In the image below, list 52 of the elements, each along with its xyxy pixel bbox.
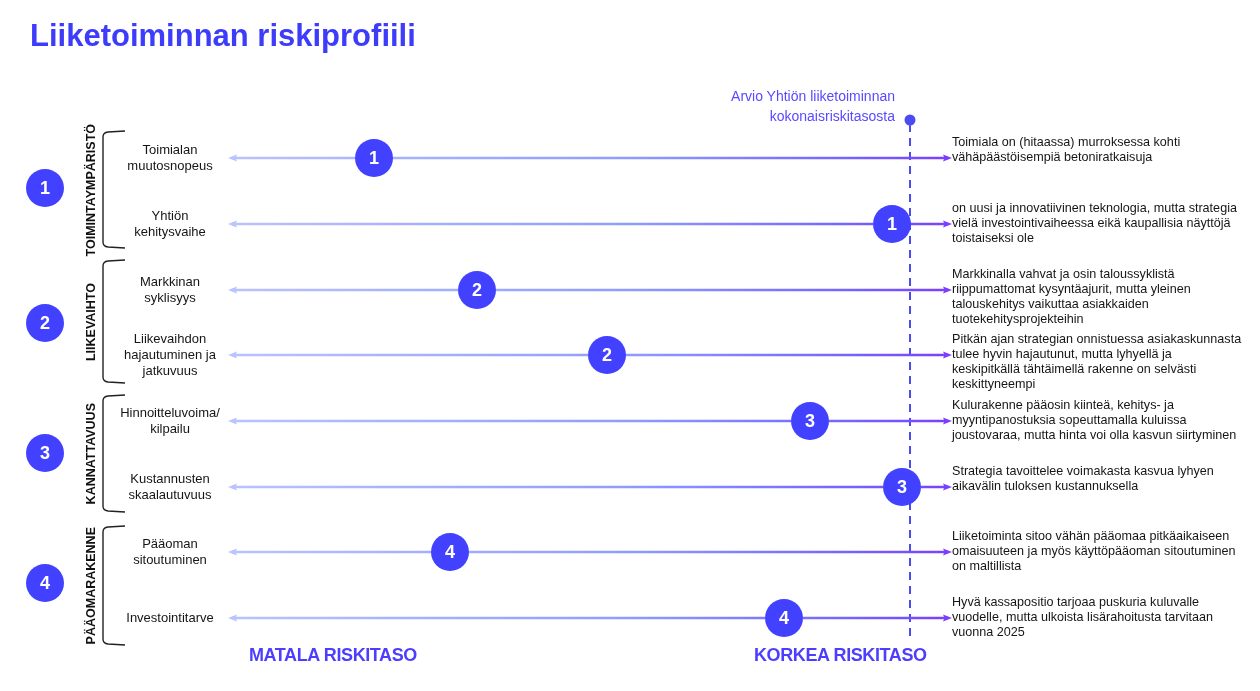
scale-arrow (228, 286, 458, 294)
scale-arrow (626, 351, 952, 359)
risk-level-marker: 2 (588, 336, 626, 374)
category-number: 1 (26, 169, 64, 207)
risk-factor-label: Kustannusten skaalautuvuus (112, 471, 228, 503)
scale-end-label: KORKEA RISKITASO (754, 644, 927, 666)
risk-level-marker: 2 (458, 271, 496, 309)
category-heading: PÄÄOMARAKENNE (84, 527, 98, 645)
risk-level-marker: 3 (791, 402, 829, 440)
scale-arrow (393, 154, 952, 162)
risk-level-marker: 4 (431, 533, 469, 571)
risk-factor-label: Liikevaihdon hajautuminen ja jatkuvuus (112, 331, 228, 379)
risk-factor-label: Pääoman sitoutuminen (112, 536, 228, 568)
risk-level-marker: 1 (873, 205, 911, 243)
scale-arrow (228, 351, 588, 359)
scale-arrow (829, 417, 952, 425)
scale-arrow (469, 548, 952, 556)
risk-level-marker: 4 (765, 599, 803, 637)
risk-factor-label: Hinnoitteluvoima/ kilpailu (112, 405, 228, 437)
risk-factor-label: Markkinan syklisyys (112, 274, 228, 306)
risk-description: Hyvä kassapositio tarjoaa puskuria kuluvalle vuodelle, mutta ulkoista lisärahoitusta tarvitaan vuonna 2025 (952, 594, 1242, 640)
diagram-title: Liiketoiminnan riskiprofiili (30, 18, 416, 54)
scale-arrow (228, 417, 791, 425)
category-heading: KANNATTAVUUS (84, 403, 98, 505)
scale-arrow (228, 154, 355, 162)
risk-factor-label: Yhtiön kehitysvaihe (112, 208, 228, 240)
risk-level-marker: 3 (883, 468, 921, 506)
scale-arrow (228, 548, 431, 556)
risk-description: Liiketoiminta sitoo vähän pääomaa pitkäaikaiseen omaisuuteen ja myös käyttöpääoman sitoutuminen on maltillista (952, 528, 1242, 574)
risk-description: Strategia tavoittelee voimakasta kasvua lyhyen aikavälin tuloksen kustannuksella (952, 463, 1242, 494)
risk-factor-label: Investointitarve (112, 610, 228, 626)
risk-description: Markkinalla vahvat ja osin taloussyklistä riippumattomat kysyntäajurit, mutta yleinen talouskehitys vaikuttaa asiakkaiden tuotekehitysprojekteihin (952, 266, 1242, 327)
category-number: 2 (26, 304, 64, 342)
risk-level-marker: 1 (355, 139, 393, 177)
risk-description: Toimiala on (hitaassa) murroksessa kohti vähäpäästöisempiä betoniratkaisuja (952, 134, 1242, 165)
scale-arrow (228, 220, 873, 228)
category-number: 3 (26, 434, 64, 472)
scale-arrow (228, 483, 883, 491)
category-number: 4 (26, 564, 64, 602)
scale-end-label: MATALA RISKITASO (249, 644, 417, 666)
category-heading: LIIKEVAIHTO (84, 283, 98, 361)
reference-line-label: Arvio Yhtiön liiketoiminnan kokonaisriskitasosta (730, 87, 895, 126)
risk-description: Pitkän ajan strategian onnistuessa asiakaskunnasta tulee hyvin hajautunut, mutta lyhyellä ja keskipitkällä tähtäimellä rakenne on selvästi keskittyneempi (952, 331, 1242, 392)
scale-arrow (921, 483, 952, 491)
scale-arrow (911, 220, 952, 228)
scale-arrow (803, 614, 952, 622)
category-heading: TOIMINTAYMPÄRISTÖ (84, 124, 98, 257)
risk-factor-label: Toimialan muutosnopeus (112, 142, 228, 174)
scale-arrow (496, 286, 952, 294)
risk-description: on uusi ja innovatiivinen teknologia, mutta strategia vielä investointivaiheessa eikä kaupallisia näyttöjä toistaiseksi ole (952, 200, 1242, 246)
risk-description: Kulurakenne pääosin kiinteä, kehitys- ja myyntipanostuksia sopeuttamalla kuluissa joustovaraa, mutta hinta voi olla kasvun siirtyminen (952, 397, 1242, 443)
scale-arrow (228, 614, 765, 622)
